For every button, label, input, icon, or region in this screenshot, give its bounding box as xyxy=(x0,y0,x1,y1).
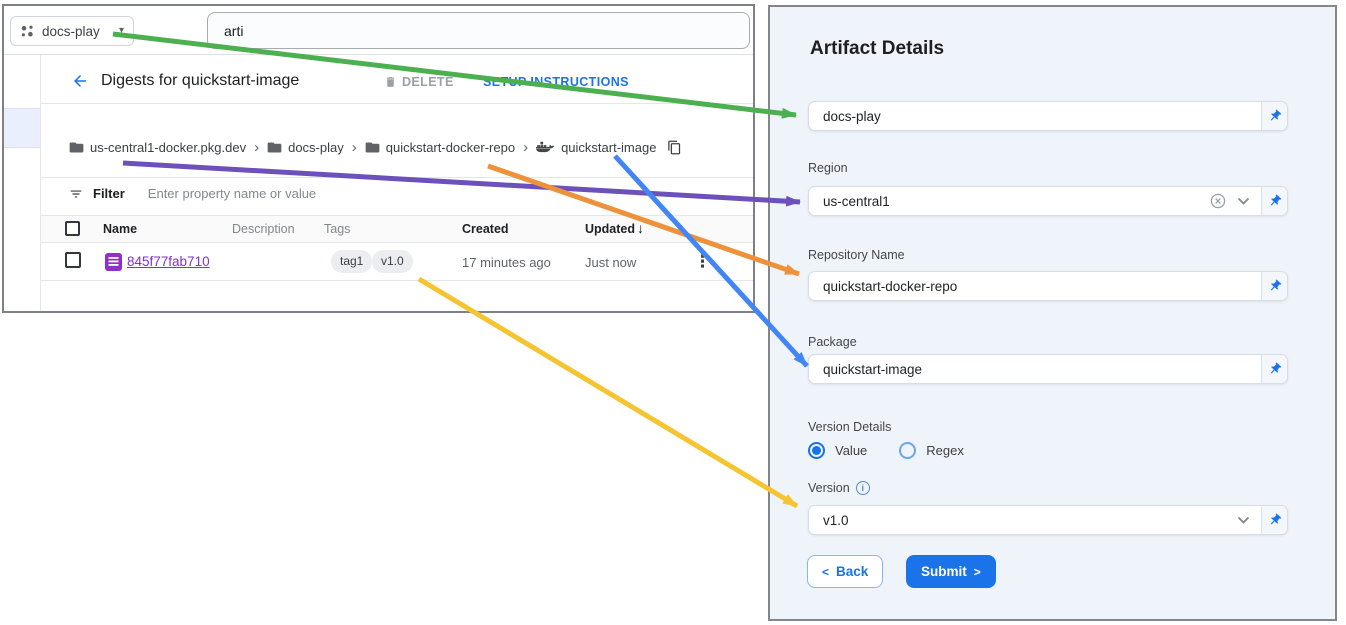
submit-button-label: Submit xyxy=(921,564,967,579)
pushpin-icon xyxy=(1270,109,1281,121)
row-overflow-menu-icon[interactable]: ⋮ xyxy=(694,252,711,271)
package-field-value: quickstart-image xyxy=(823,361,923,377)
region-label: Region xyxy=(808,161,848,175)
radio-regex[interactable] xyxy=(899,442,917,459)
version-field-value: v1.0 xyxy=(823,512,849,528)
project-field[interactable]: docs-play xyxy=(808,101,1288,131)
filter-placeholder: Enter property name or value xyxy=(147,186,317,201)
updated-cell: Just now xyxy=(585,255,637,270)
project-name: docs-play xyxy=(42,23,100,39)
chevron-right-icon: › xyxy=(254,138,260,156)
delete-label: DELETE xyxy=(402,75,454,89)
arrow-version xyxy=(417,276,799,509)
topbar-divider xyxy=(4,54,753,55)
copy-icon[interactable] xyxy=(667,140,682,155)
chevron-right-icon: › xyxy=(523,138,529,156)
back-button[interactable]: < Back xyxy=(807,555,884,588)
folder-icon xyxy=(69,142,84,152)
column-header-updated[interactable]: Updated xyxy=(585,222,635,236)
clear-icon[interactable] xyxy=(1210,193,1226,209)
breadcrumb-item-host[interactable]: us-central1-docker.pkg.dev xyxy=(69,140,246,155)
caret-down-icon: ▾ xyxy=(118,25,124,36)
left-rail-divider xyxy=(40,55,41,311)
divider xyxy=(40,177,753,178)
created-cell: 17 minutes ago xyxy=(462,255,551,270)
repository-field[interactable]: quickstart-docker-repo xyxy=(808,271,1288,301)
trash-icon xyxy=(386,77,395,87)
column-header-created[interactable]: Created xyxy=(462,222,509,236)
version-field[interactable]: v1.0 xyxy=(808,505,1288,535)
pushpin-icon xyxy=(1270,513,1281,525)
back-button-label: Back xyxy=(836,564,869,579)
sort-desc-icon[interactable]: ↓ xyxy=(637,220,644,236)
search-input[interactable]: arti xyxy=(207,12,750,49)
column-header-name[interactable]: Name xyxy=(103,222,138,236)
chevron-right-icon: › xyxy=(351,138,357,156)
panel-title: Artifact Details xyxy=(810,38,945,59)
project-selector[interactable]: docs-play ▾ xyxy=(10,16,134,46)
version-label: Version xyxy=(808,481,850,495)
back-arrow-icon[interactable] xyxy=(71,72,89,90)
select-all-checkbox[interactable] xyxy=(65,221,80,236)
tag-pill: tag1 xyxy=(331,250,373,273)
chevron-down-icon[interactable] xyxy=(1237,197,1250,206)
breadcrumb-item-image[interactable]: quickstart-image xyxy=(536,140,656,155)
info-icon[interactable]: i xyxy=(855,481,870,495)
chevron-right-icon: > xyxy=(973,564,981,579)
repository-label: Repository Name xyxy=(808,248,905,262)
breadcrumb-item-project[interactable]: docs-play xyxy=(267,140,344,155)
row-divider xyxy=(41,280,753,281)
pushpin-icon xyxy=(1270,362,1281,374)
radio-regex-label: Regex xyxy=(926,443,964,458)
pin-button[interactable] xyxy=(1261,506,1287,534)
breadcrumb: us-central1-docker.pkg.dev › docs-play ›… xyxy=(69,136,682,158)
filter-icon xyxy=(70,190,82,197)
table-header-row xyxy=(41,215,753,243)
project-field-value: docs-play xyxy=(823,108,881,124)
submit-button[interactable]: Submit > xyxy=(906,555,996,588)
digest-doc-icon xyxy=(105,253,122,271)
search-value: arti xyxy=(224,22,244,39)
filter-label: Filter xyxy=(93,186,125,201)
filter-bar[interactable]: Filter Enter property name or value xyxy=(68,186,316,201)
version-details-radio-group: Value Regex xyxy=(808,442,964,459)
column-header-tags[interactable]: Tags xyxy=(324,222,351,236)
version-label-row: Version i xyxy=(808,481,870,495)
folder-icon xyxy=(267,142,282,152)
pin-button[interactable] xyxy=(1261,102,1287,130)
row-checkbox[interactable] xyxy=(65,252,81,268)
package-label: Package xyxy=(808,335,857,349)
version-details-label: Version Details xyxy=(808,420,892,434)
repository-field-value: quickstart-docker-repo xyxy=(823,278,958,294)
delete-button[interactable]: DELETE xyxy=(384,75,454,89)
setup-instructions-button[interactable]: SETUP INSTRUCTIONS xyxy=(483,75,629,89)
pushpin-icon xyxy=(1270,279,1281,291)
region-field-value: us-central1 xyxy=(823,193,890,209)
page-title: Digests for quickstart-image xyxy=(101,72,300,89)
tag-pill: v1.0 xyxy=(372,250,413,273)
package-field[interactable]: quickstart-image xyxy=(808,354,1288,384)
divider xyxy=(40,103,753,104)
chevron-down-icon[interactable] xyxy=(1237,516,1250,525)
pin-button[interactable] xyxy=(1261,355,1287,383)
column-header-description[interactable]: Description xyxy=(232,222,295,236)
cloud-project-icon xyxy=(21,25,33,36)
pin-button[interactable] xyxy=(1261,272,1287,300)
breadcrumb-item-repo[interactable]: quickstart-docker-repo xyxy=(365,140,515,155)
radio-value-selected[interactable] xyxy=(808,442,825,459)
radio-value-label: Value xyxy=(835,443,868,458)
folder-icon xyxy=(365,142,380,152)
region-field[interactable]: us-central1 xyxy=(808,186,1288,216)
left-rail-selected-cell xyxy=(4,108,40,148)
docker-whale-icon xyxy=(536,141,555,153)
digest-link[interactable]: 845f77fab710 xyxy=(127,254,210,269)
pin-button[interactable] xyxy=(1261,187,1287,215)
pushpin-icon xyxy=(1270,194,1281,206)
chevron-left-icon: < xyxy=(822,564,830,579)
